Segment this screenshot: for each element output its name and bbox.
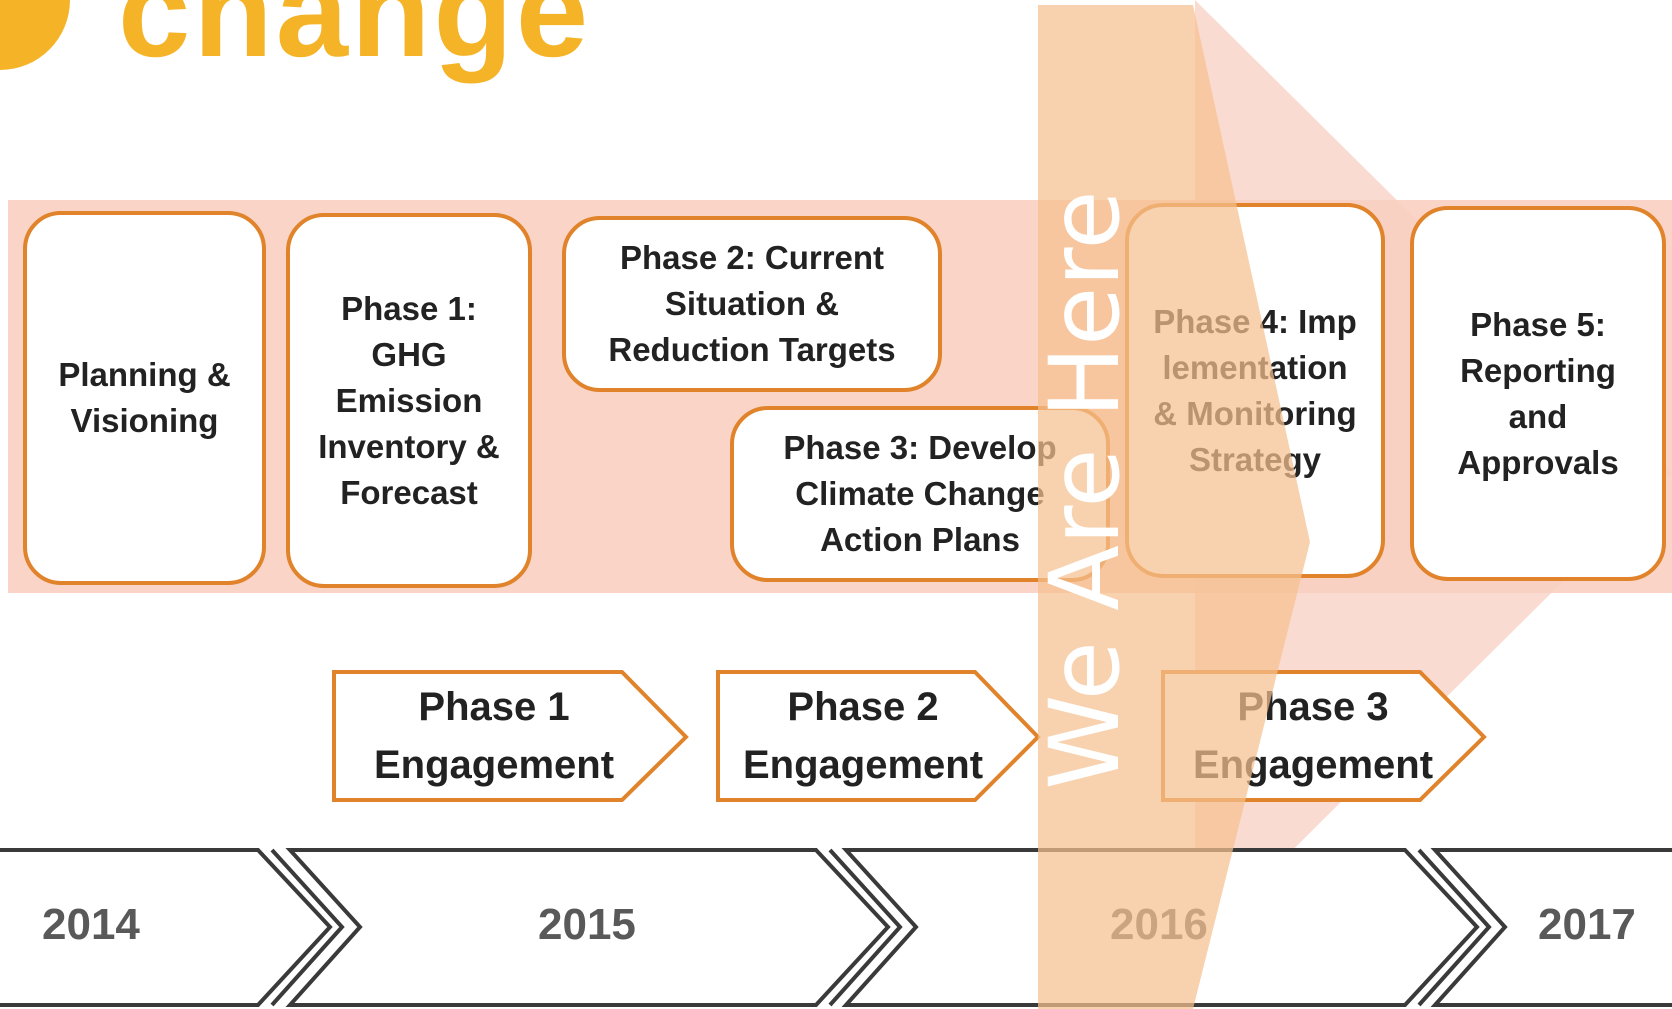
engagement-line2: Engagement — [373, 743, 615, 787]
phase-label: Phase 2: Current Situation & Reduction T… — [608, 239, 896, 368]
phase-box-5: Phase 5: Reporting and Approvals — [1410, 206, 1666, 581]
year-chevron-2015 — [285, 848, 891, 1007]
phase-label: Planning & Visioning — [58, 356, 231, 439]
year-chevron-2014 — [0, 848, 333, 1007]
phase-box-planning: Planning & Visioning — [23, 211, 266, 585]
engagement-label-3: Phase 3 Engagement — [1163, 678, 1463, 794]
year-label-2016: 2016 — [1110, 900, 1208, 949]
we-are-here-label: We Are Here — [1029, 190, 1141, 790]
phase-box-1: Phase 1: GHG Emission Inventory & Foreca… — [286, 213, 532, 588]
engagement-line1: Phase 3 — [1237, 685, 1389, 729]
year-label-2015: 2015 — [538, 900, 636, 949]
engagement-line2: Engagement — [1192, 743, 1434, 787]
year-label-2014: 2014 — [42, 900, 140, 949]
phase-label: Phase 4: Implementation & Monitoring Str… — [1153, 302, 1357, 478]
phase-label: Phase 5: Reporting and Approvals — [1457, 305, 1619, 481]
brand-wordmark: change — [118, 0, 592, 84]
engagement-label-2: Phase 2 Engagement — [718, 678, 1008, 794]
engagement-line1: Phase 1 — [418, 685, 570, 729]
year-chevron-2017 — [1430, 848, 1672, 1007]
phase-label: Phase 3: Develop Climate Change Action P… — [783, 429, 1057, 558]
engagement-line2: Engagement — [742, 743, 984, 787]
phase-box-4: Phase 4: Implementation & Monitoring Str… — [1125, 203, 1385, 578]
year-label-2017: 2017 — [1538, 900, 1636, 949]
engagement-arrow-2 — [716, 670, 1041, 802]
phase-box-2: Phase 2: Current Situation & Reduction T… — [562, 216, 942, 392]
engagement-line1: Phase 2 — [787, 685, 939, 729]
phase-label: Phase 1: GHG Emission Inventory & Foreca… — [318, 289, 500, 511]
engagement-arrow-1 — [332, 670, 689, 802]
engagement-label-1: Phase 1 Engagement — [334, 678, 654, 794]
